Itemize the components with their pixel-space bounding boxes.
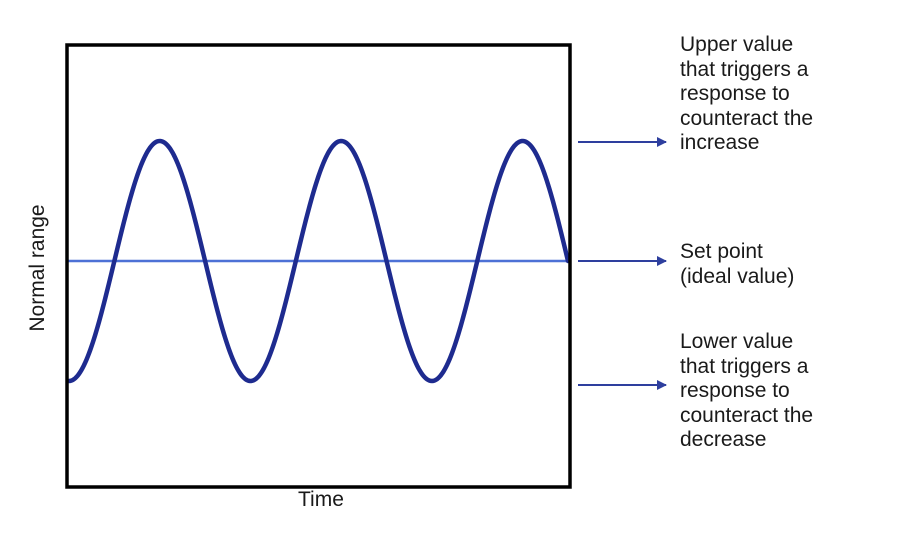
lower-value-label: Lower value that triggers a response to … [680,330,905,453]
set-point-label-line: Set point [680,240,763,263]
lower-label-line: decrease [680,428,767,451]
lower-label-line: Lower value [680,330,794,353]
upper-label-line: Upper value [680,33,794,56]
upper-label-line: counteract the [680,106,814,130]
y-axis-label: Normal range [26,204,49,332]
upper-label-line: response to [680,82,790,105]
x-axis-label: Time [298,488,344,511]
lower-label-line: that triggers a [680,354,809,378]
set-point-label: Set point (ideal value) [680,240,905,289]
upper-value-label: Upper value that triggers a response to … [680,33,905,156]
oscillating-value-curve [66,138,571,384]
upper-label-line: increase [680,131,760,154]
upper-label-line: that triggers a [680,57,809,81]
lower-label-line: response to [680,379,790,402]
lower-label-line: counteract the [680,403,814,427]
plot-frame [65,43,572,489]
set-point-label-line: (ideal value) [680,264,795,288]
